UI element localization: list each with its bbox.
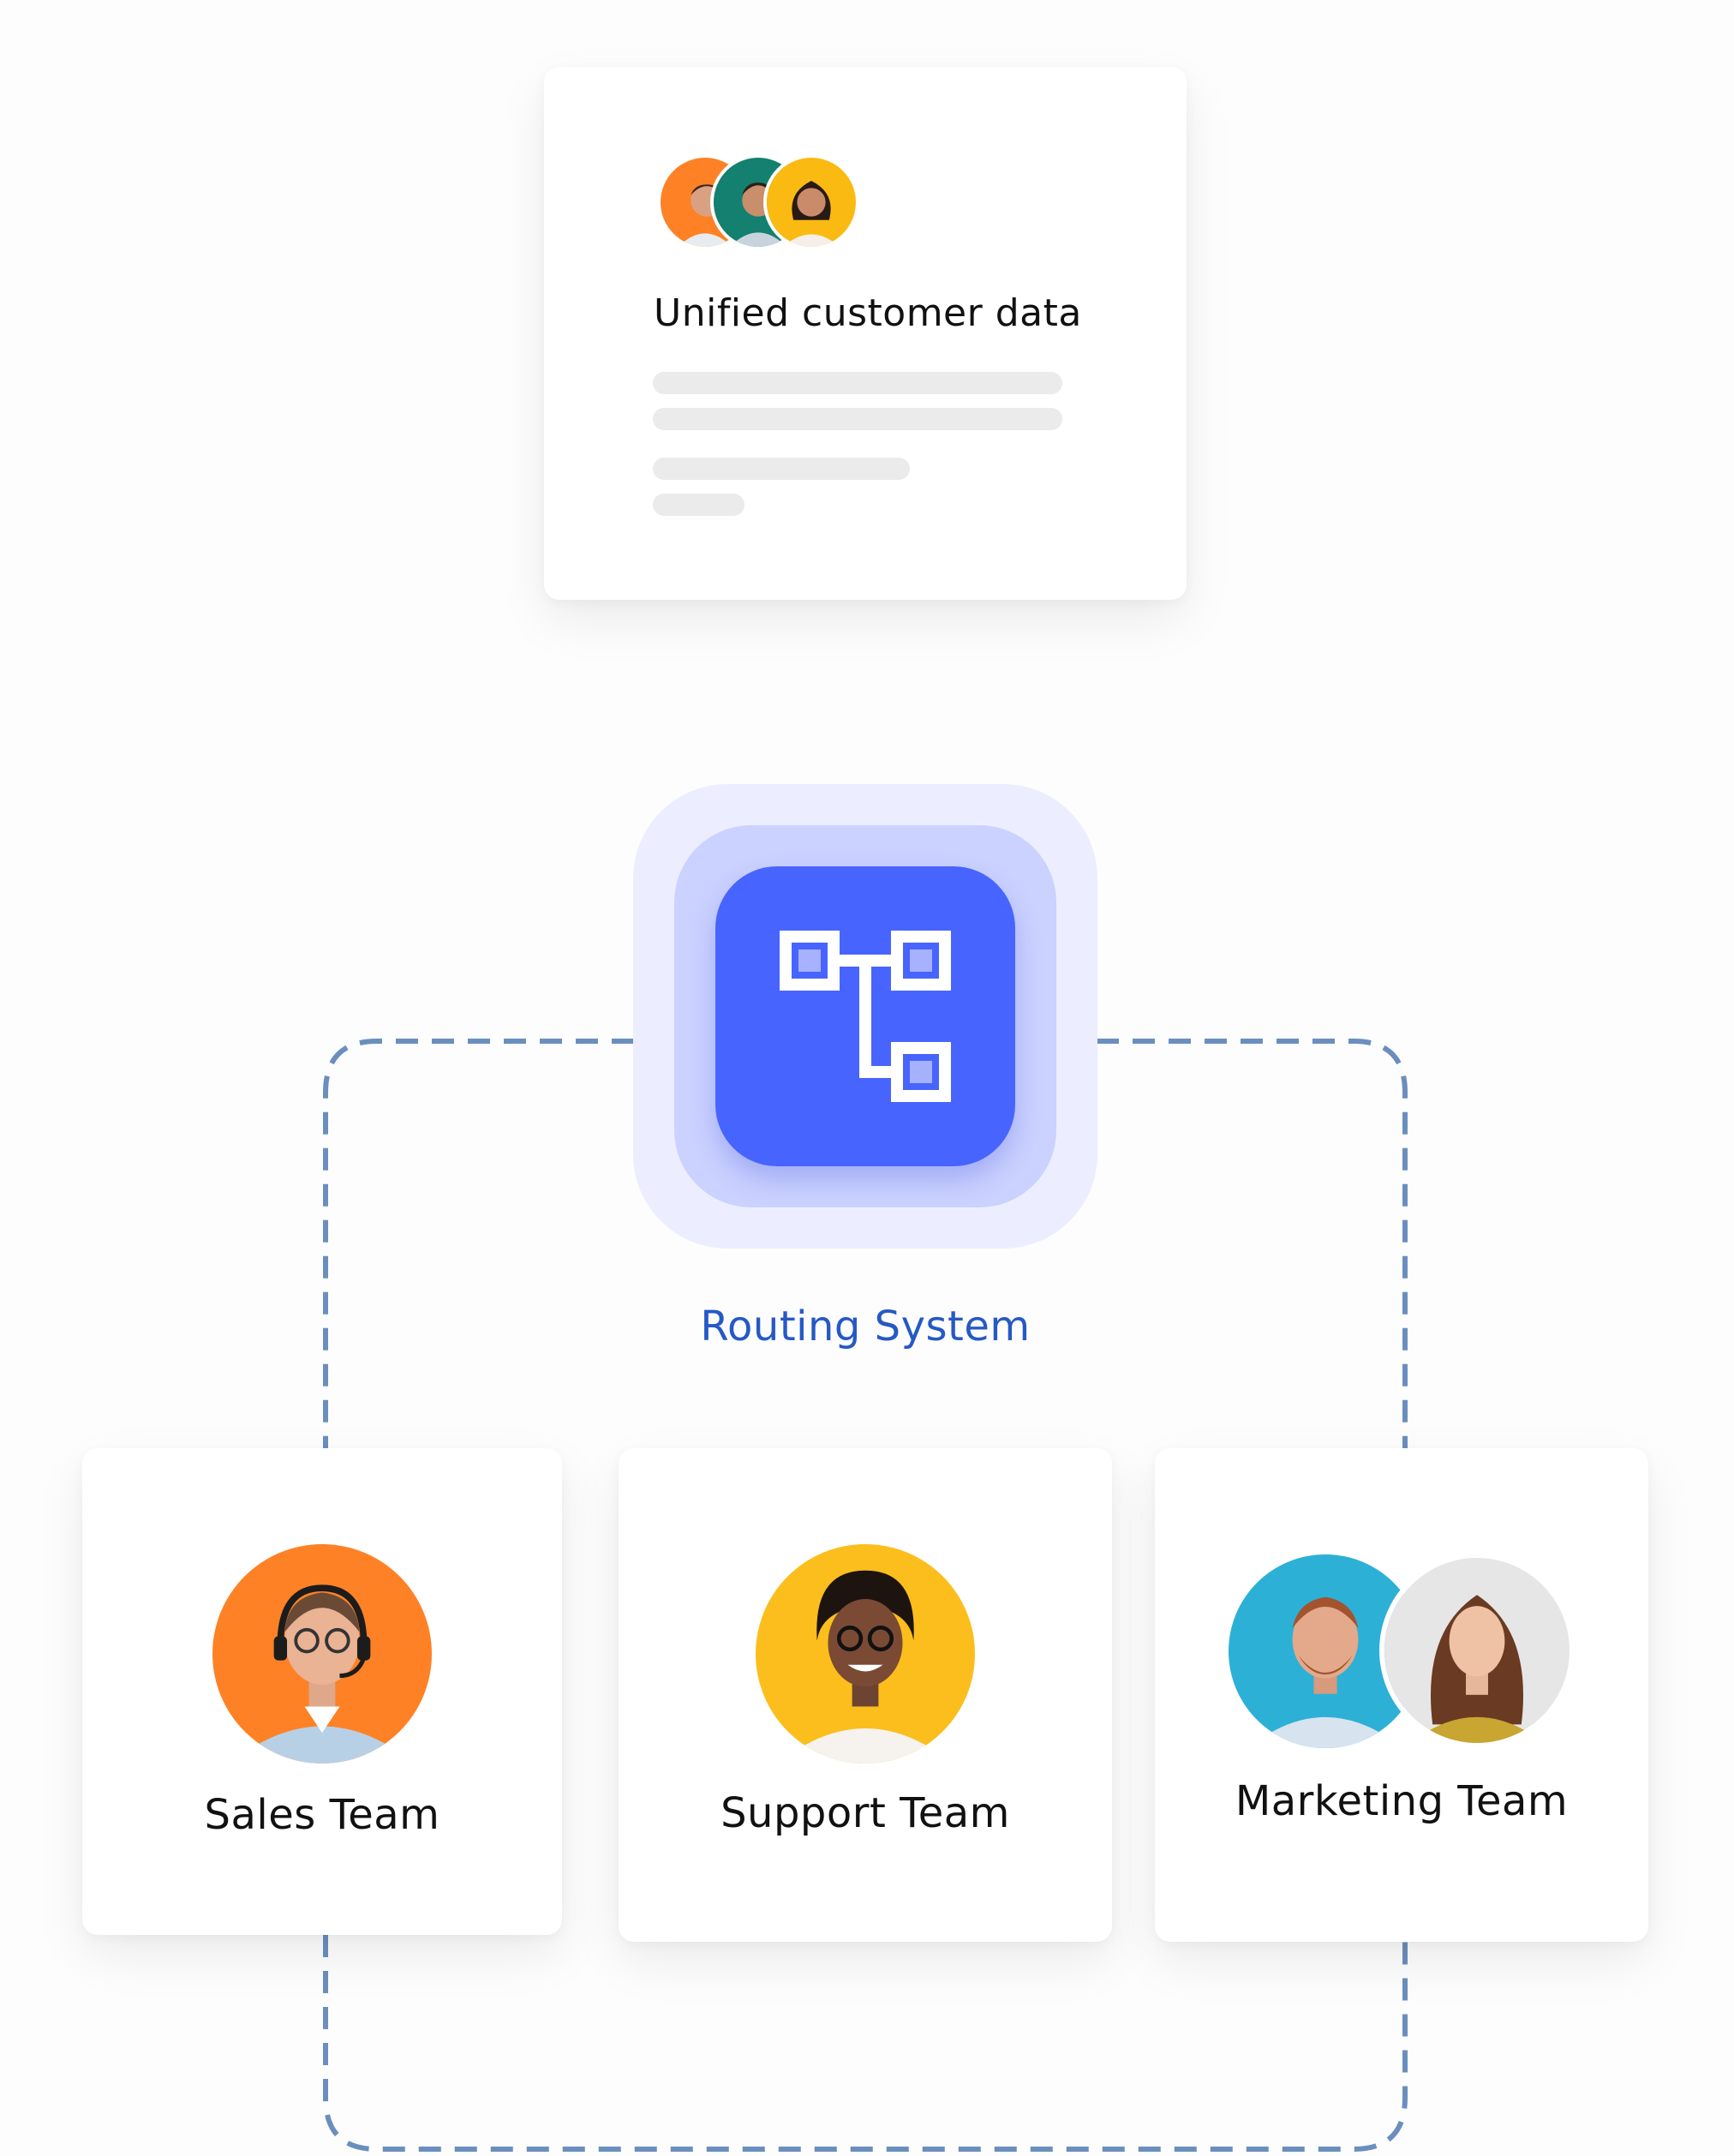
customer-avatar-3 [763, 154, 859, 250]
routing-icon [780, 931, 951, 1102]
sales-team-card: Sales Team [82, 1448, 562, 1935]
support-team-label: Support Team [721, 1789, 1010, 1837]
person-icon [212, 1544, 432, 1764]
placeholder-line [653, 494, 744, 516]
customer-data-card: Unified customer data [544, 67, 1187, 600]
sales-team-label: Sales Team [204, 1791, 440, 1839]
placeholder-line [653, 372, 1062, 394]
support-team-photo [756, 1544, 975, 1764]
marketing-team-photo-2 [1379, 1553, 1575, 1748]
support-team-card: Support Team [619, 1448, 1112, 1942]
routing-system-label: Routing System [700, 1303, 1031, 1350]
marketing-team-card: Marketing Team [1155, 1448, 1648, 1942]
person-icon [756, 1544, 975, 1764]
card-title: Unified customer data [654, 291, 1082, 335]
person-icon [767, 158, 856, 247]
placeholder-line [653, 408, 1062, 430]
person-icon [1384, 1558, 1570, 1743]
placeholder-line [653, 458, 910, 480]
routing-system-button [715, 866, 1015, 1166]
marketing-team-label: Marketing Team [1235, 1777, 1569, 1825]
sales-team-photo [212, 1544, 432, 1764]
